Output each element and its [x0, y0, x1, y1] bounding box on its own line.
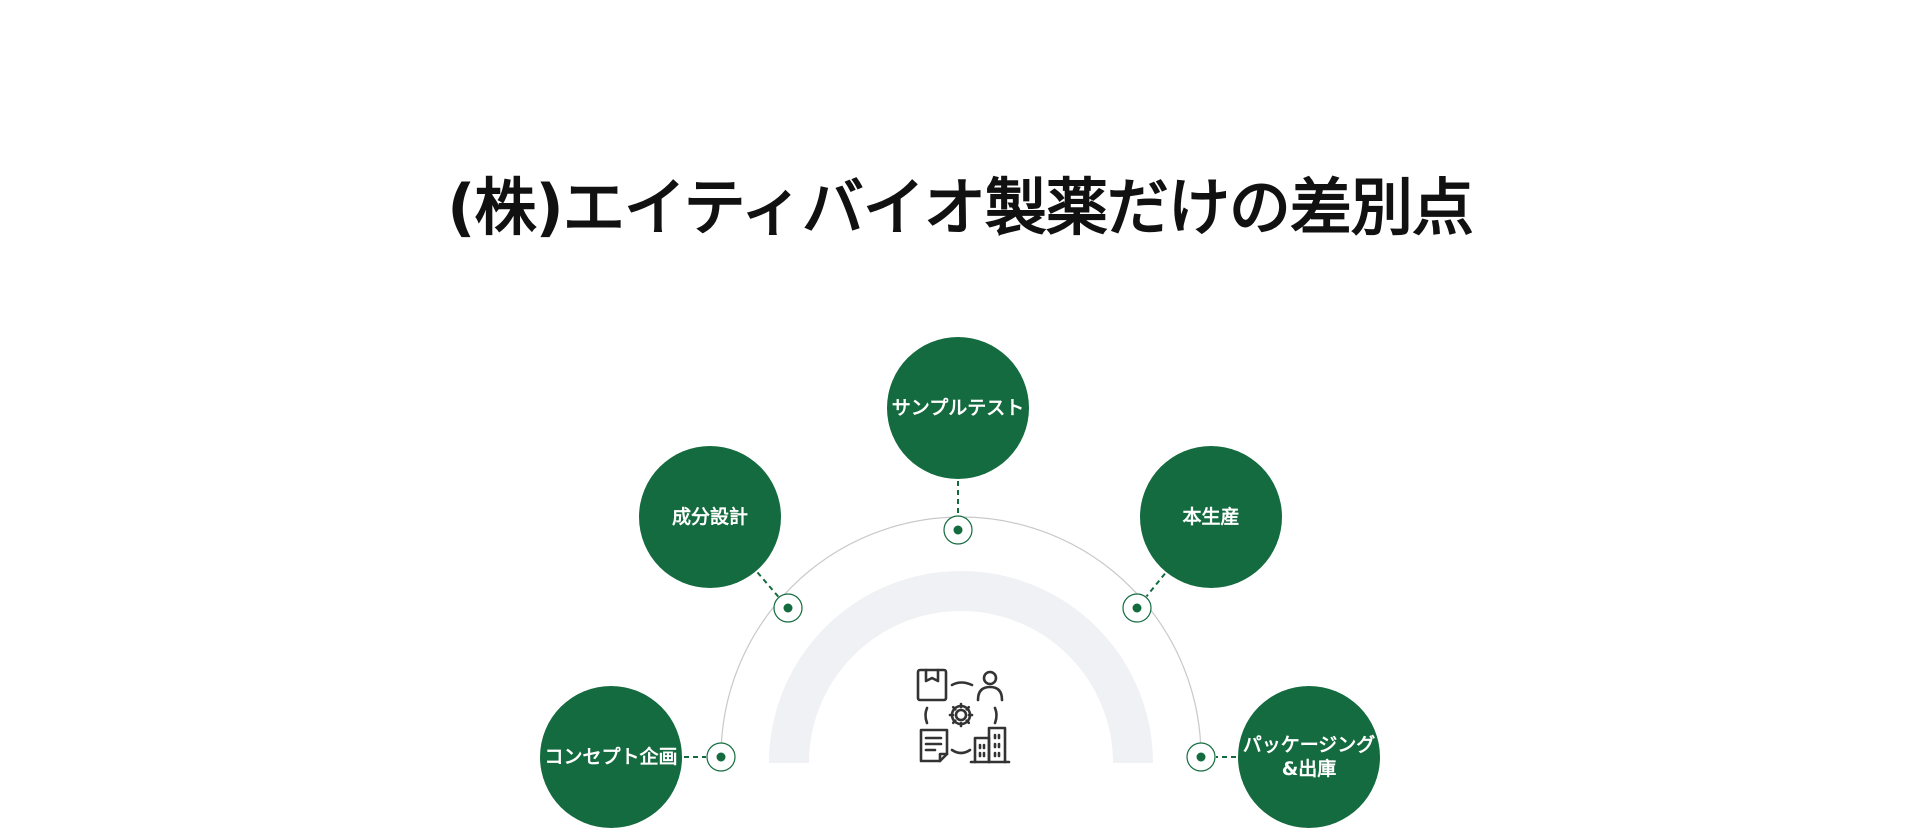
- step-circle: [639, 446, 781, 588]
- process-workflow-icon: [916, 668, 1011, 764]
- step-connector: [756, 571, 779, 598]
- step-node: 成分設計: [639, 446, 803, 623]
- step-marker-dot: [1132, 603, 1142, 613]
- step-label: &出庫: [1282, 757, 1337, 780]
- step-label: サンプルテスト: [892, 396, 1024, 419]
- step-node: サンプルテスト: [887, 337, 1029, 545]
- step-circle: [540, 686, 682, 828]
- step-label: コンセプト企画: [544, 745, 677, 768]
- step-marker-dot: [783, 603, 793, 613]
- step-marker-dot: [1196, 752, 1206, 762]
- step-circle: [887, 337, 1029, 479]
- step-connector: [1145, 573, 1166, 597]
- step-marker-dot: [953, 525, 963, 535]
- step-circle: [1238, 686, 1380, 828]
- step-node: パッケージング&出庫: [1186, 686, 1380, 828]
- page-title: (株)エイティバイオ製薬だけの差別点: [447, 171, 1474, 244]
- step-label: パッケージング: [1243, 733, 1376, 756]
- inner-band-arc: [769, 571, 1153, 764]
- step-label: 成分設計: [672, 505, 748, 528]
- step-node: 本生産: [1122, 446, 1282, 623]
- step-label: 本生産: [1182, 505, 1239, 528]
- step-marker-dot: [716, 752, 726, 762]
- step-node: コンセプト企画: [540, 686, 736, 828]
- step-circle: [1140, 446, 1282, 588]
